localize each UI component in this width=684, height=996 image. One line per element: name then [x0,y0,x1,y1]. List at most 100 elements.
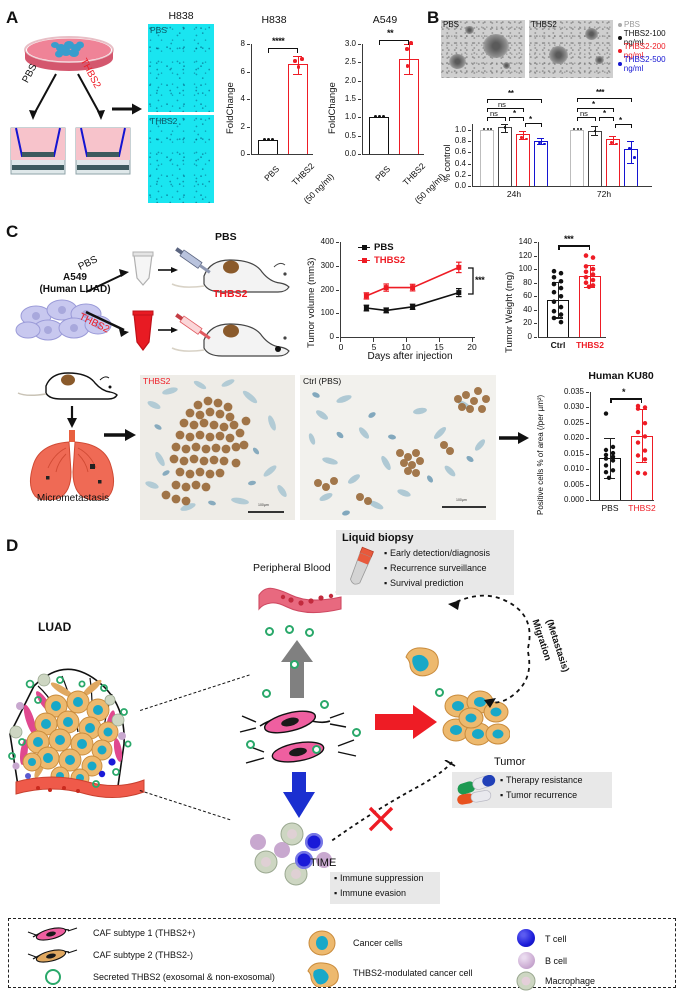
time-box-item-0-text: Immune suppression [340,873,424,883]
panel-c-mouse-label-pbs: PBS [215,231,237,243]
sig-72h-1: * [592,100,595,109]
panel-c-mouse-lung [14,368,134,502]
a549-bar-pbs [369,117,389,154]
tv-ytick-4: 400 [320,237,334,246]
chart-a549: A549 FoldChange 0.0 0.5 1.0 1.5 2.0 2.5 … [325,14,447,214]
tv-xlabel: Days after injection [367,351,453,362]
liquid-biopsy-box: Liquid biopsy ▪Early detection/diagnosis… [336,530,514,595]
chart-a549-ylabel: FoldChange [327,82,338,134]
legend-label-thbs2: Secreted THBS2 (exosomal & non-exosomal) [93,972,275,982]
t-cell-icon [517,929,535,947]
legend-label-t-cell: T cell [545,934,567,944]
tw-ytick-1: 20 [523,318,532,328]
panelb-xtick-72h: 72h [596,189,612,199]
chart-spheroid-viability: % control 0.0 0.2 0.4 0.6 0.8 1.0 ns * *… [430,86,660,199]
tw-ytick-7: 140 [518,237,532,246]
ku80-ytick-2: 0.010 [563,464,584,474]
a549-xtick-pbs: PBS [373,163,393,183]
chart-h838: H838 FoldChange 0 2 4 6 8 **** PBS THBS2… [220,14,336,214]
panelb-ytick-0: 0.0 [454,181,466,190]
migration-arc [378,590,538,710]
a549-ytick-4: 2.0 [344,75,356,85]
h838-ytick-0: 0 [240,149,245,158]
thbs2-ring-caf-6 [290,660,299,669]
transwell-schematic-svg [10,36,131,175]
blood-tube-icon [350,546,374,585]
migrating-cancer-cell [400,645,440,679]
peripheral-blood-vessel [255,585,345,625]
figure-legend-box: CAF subtype 1 (THBS2+) CAF subtype 2 (TH… [8,918,676,991]
ku80-ytick-6: 0.030 [563,402,584,412]
legend-dot-thbs2-500 [618,61,622,66]
tumor-box-item-1: ▪Tumor recurrence [500,790,578,800]
b-cell-icon [518,952,535,969]
panelb-xtick-24h: 24h [506,189,522,199]
tv-legend-thbs2: THBS2 [358,255,405,266]
ihc-thbs2-scalebar: 100µm [258,503,269,507]
h838-ytick-1: 2 [240,121,245,131]
liquid-biopsy-item-0-text: Early detection/diagnosis [390,548,491,558]
legend-label-caf1: CAF subtype 1 (THBS2+) [93,928,196,938]
ku80-ytick-3: 0.015 [563,448,584,458]
thbs2-ring-caf-1 [262,689,271,698]
bar-72h-pbs [570,129,584,186]
panel-d-label-tumor: Tumor [494,756,526,768]
pill-icon [457,775,496,805]
legend-dot-pbs [618,22,622,27]
panelb-ytick-4: 0.8 [454,136,466,145]
h838-ytick-2: 4 [240,94,245,103]
panel-c-cellline-2: (Human LUAD) [39,284,111,295]
ku80-xtick-pbs: PBS [601,503,619,513]
a549-ytick-5: 2.5 [344,57,356,67]
a549-ytick-2: 1.0 [344,112,356,122]
panel-a-schematic [6,24,136,204]
time-box-item-1: ▪Immune evasion [334,888,407,898]
micrograph-pbs-label: PBS [150,25,168,35]
panel-c-schematic [6,230,296,360]
tv-xtick-2: 10 [401,342,411,352]
tumor-info-box: ▪Therapy resistance ▪Tumor recurrence [452,772,612,808]
bar-72h-thbs2-200 [606,139,620,186]
panel-a-flow-arrow [112,100,142,123]
h838-xtick-pbs: PBS [262,163,282,183]
sig-24h-4: ** [508,89,514,98]
panel-c-letter: C [6,222,19,241]
a549-ytick-1: 0.5 [344,130,356,140]
ku80-ytick-0: 0.000 [563,495,584,504]
tv-ytick-1: 100 [320,308,334,318]
blue-arrow-to-time [282,772,316,823]
legend-dot-thbs2-200 [618,48,622,53]
liquid-biopsy-item-1: ▪Recurrence surveillance [384,563,487,573]
panel-c-cellline-1: A549 [63,272,87,283]
thbs2-modulated-cancer-cell-icon [307,962,339,987]
tumor-box-item-1-text: Tumor recurrence [506,790,578,800]
panel-b-letter: B [427,8,440,27]
a549-xtick-thbs2-1: THBS2 [400,160,428,188]
cancer-cell-icon [308,930,336,956]
liquid-biopsy-item-2: ▪Survival prediction [384,578,464,588]
panel-a-micro-title: H838 [168,10,194,22]
time-info-box: ▪Immune suppression ▪Immune evasion [330,872,440,904]
liquid-biopsy-item-2-text: Survival prediction [390,578,464,588]
tw-xtick-ctrl: Ctrl [550,340,566,350]
ihc-ctrl-label: Ctrl (PBS) [303,376,342,386]
panel-d-label-peripheral-blood: Peripheral Blood [253,562,331,574]
chart-a549-title: A549 [372,14,398,26]
panel-c-ihc-arrow [104,425,136,450]
liquid-biopsy-item-1-text: Recurrence surveillance [390,563,487,573]
tv-ytick-2: 200 [320,284,334,294]
spheroid-thbs2-label: THBS2 [531,20,557,29]
luad-tumor-illustration [4,640,154,800]
liquid-biopsy-title: Liquid biopsy [342,532,414,544]
thbs2-ring-blood-2 [285,625,294,634]
tw-ytick-0: 0 [527,332,532,341]
panel-c-lung-label: Micrometastasis [36,493,110,504]
connector-luad-to-blood [140,674,250,711]
tw-ytick-5: 100 [518,264,532,274]
h838-bar-thbs2 [288,63,308,154]
panelb-ytick-5: 1.0 [454,124,466,134]
tv-significance: *** [475,275,485,285]
sig-24h-1: ns [498,100,506,109]
thbs2-ring-caf-5 [352,728,361,737]
panel-b-legend-label-1: THBS2-100 ng/ml [623,28,666,47]
